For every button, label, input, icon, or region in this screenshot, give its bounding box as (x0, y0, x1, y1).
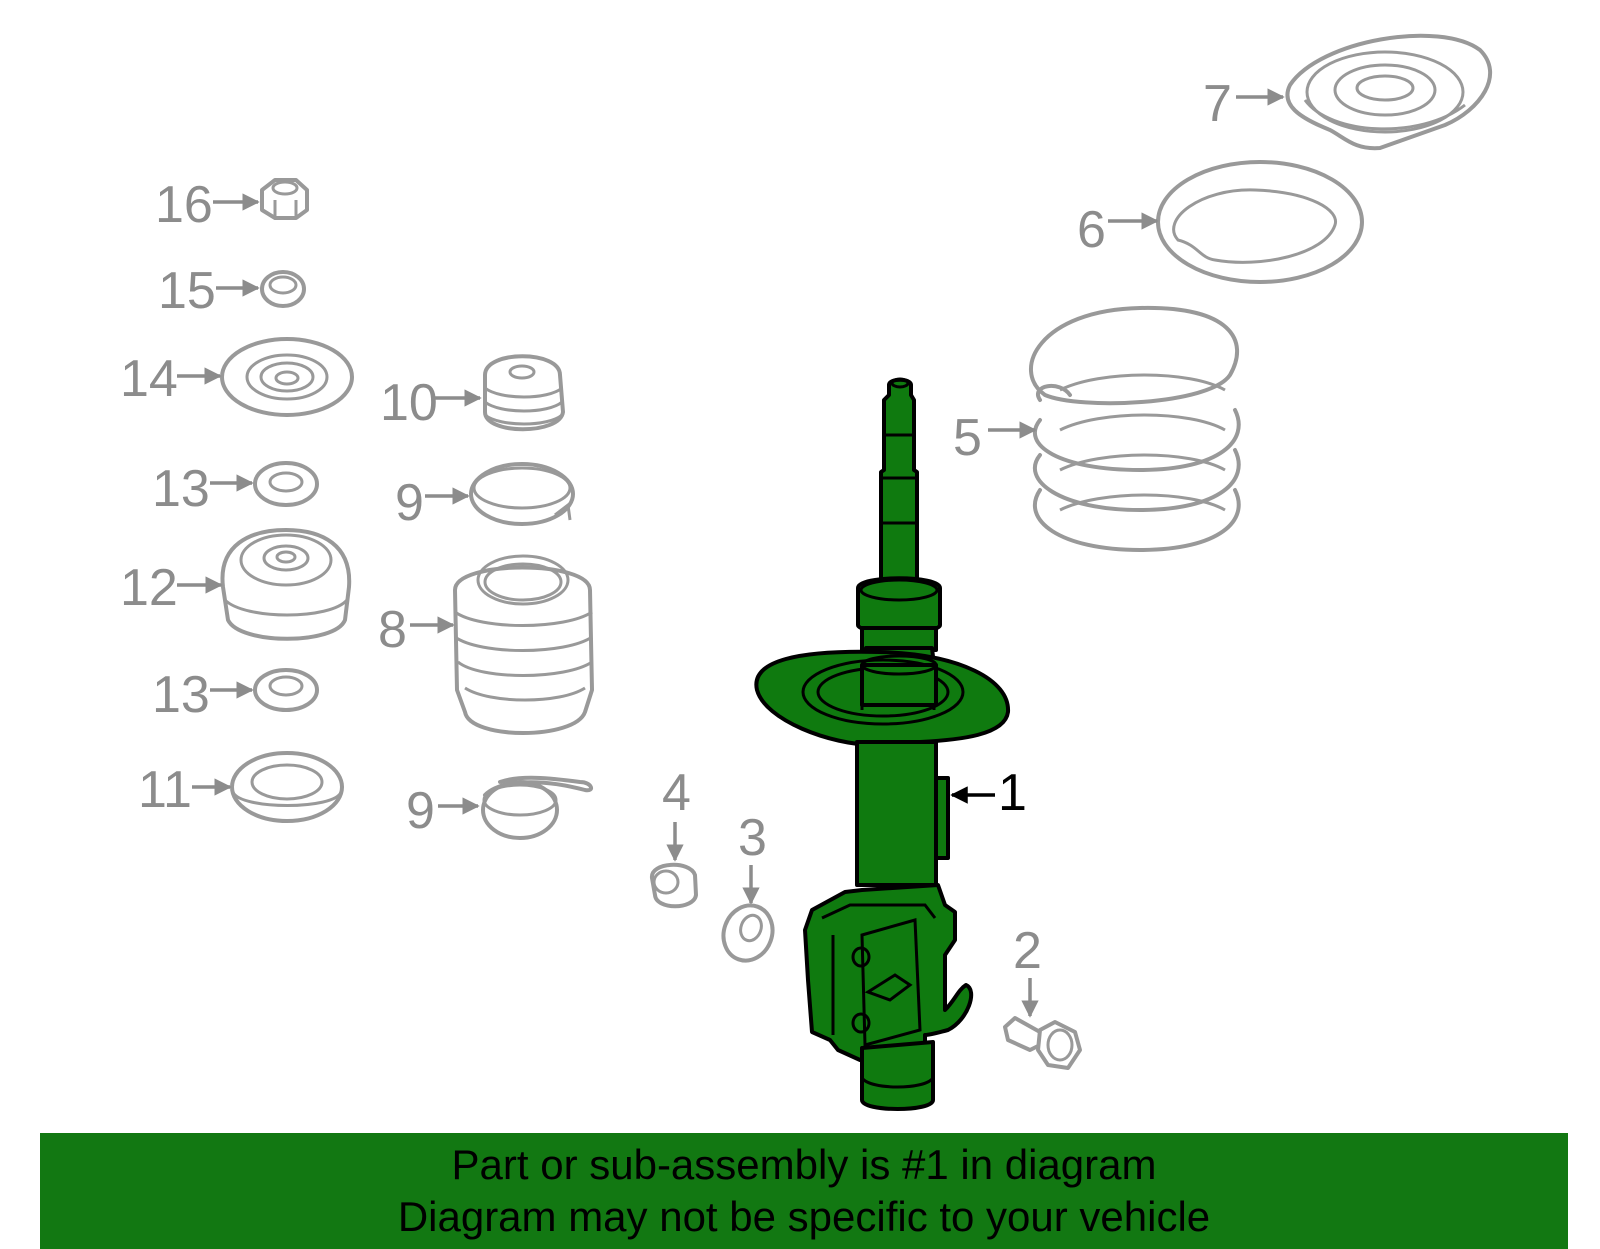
callout-1: 1 (998, 764, 1027, 822)
parts-diagram: 7 6 5 16 15 14 (120, 33, 1493, 1111)
callout-2: 2 (1013, 922, 1042, 980)
part-9-upper-clamp[interactable] (469, 462, 575, 526)
callout-13-lower: 13 (152, 666, 210, 724)
callout-9-upper: 9 (395, 474, 424, 532)
callout-14: 14 (120, 350, 178, 408)
part-6-spring-insulator[interactable] (1156, 160, 1364, 284)
part-13-upper-washer[interactable] (253, 461, 319, 507)
part-13-lower-washer[interactable] (253, 668, 319, 712)
callout-4: 4 (662, 764, 691, 822)
callout-11: 11 (138, 761, 192, 819)
callout-9-lower: 9 (406, 782, 435, 840)
part-3-washer[interactable] (716, 898, 780, 967)
callout-16: 16 (155, 176, 213, 234)
callout-10: 10 (380, 374, 438, 432)
part-14-mount-plate[interactable] (220, 337, 354, 417)
part-5-coil-spring[interactable] (1028, 305, 1241, 552)
part-11-bearing[interactable] (230, 751, 344, 823)
part-1-strut-assembly[interactable] (754, 377, 1011, 1111)
part-9-lower-clamp[interactable] (481, 775, 593, 840)
part-7-upper-mount-cover[interactable] (1285, 33, 1493, 151)
part-2-bolt[interactable] (1003, 1016, 1082, 1070)
callout-8: 8 (378, 601, 407, 659)
banner-line-2: Diagram may not be specific to your vehi… (397, 1193, 1211, 1240)
callout-15: 15 (158, 262, 216, 320)
callout-12: 12 (120, 559, 178, 617)
callout-6: 6 (1077, 201, 1106, 259)
part-12-strut-mount[interactable] (220, 528, 352, 641)
part-16-nut[interactable] (260, 178, 309, 220)
callout-3: 3 (738, 809, 767, 867)
callout-13-upper: 13 (152, 460, 210, 518)
callout-7: 7 (1203, 75, 1232, 133)
banner-line-1: Part or sub-assembly is #1 in diagram (451, 1141, 1157, 1188)
part-4-nut[interactable] (650, 862, 698, 909)
part-8-dust-boot[interactable] (453, 554, 594, 735)
part-15-washer[interactable] (260, 270, 306, 308)
callout-5: 5 (953, 409, 982, 467)
info-banner: Part or sub-assembly is #1 in diagram Di… (40, 1133, 1568, 1249)
part-10-bump-stop[interactable] (483, 354, 565, 432)
